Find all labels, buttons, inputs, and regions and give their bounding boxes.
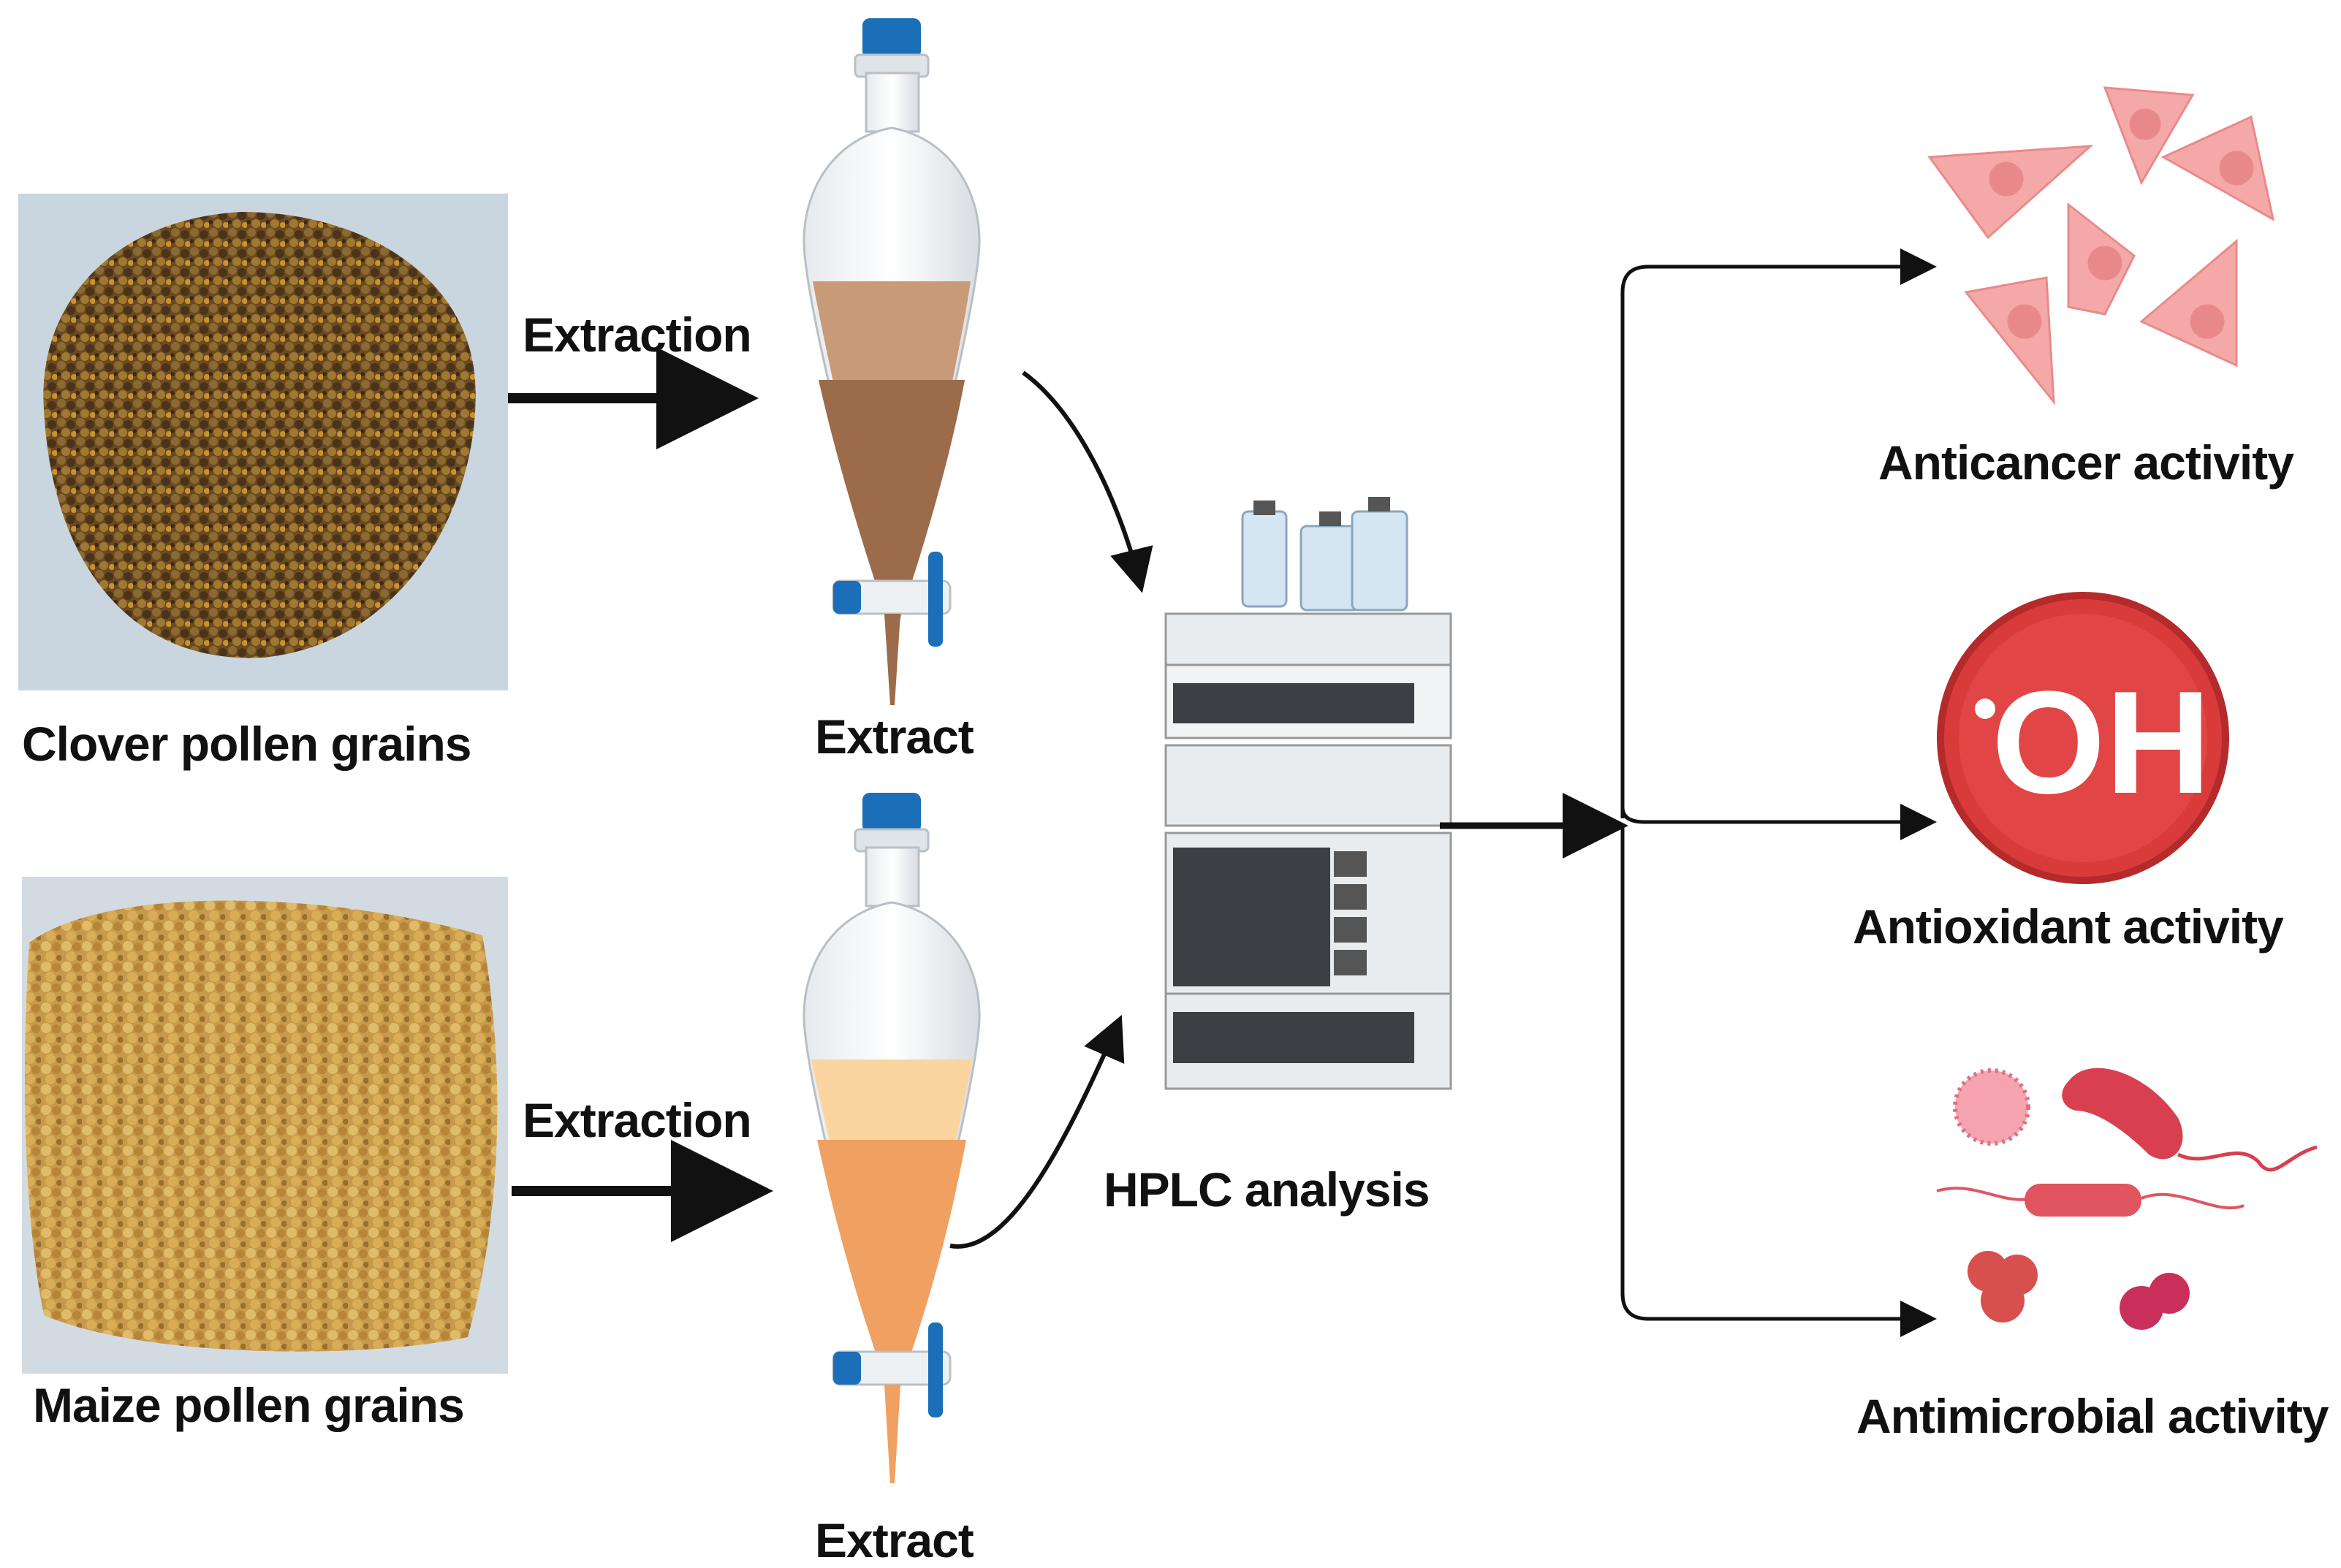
antimicrobial-label: Antimicrobial activity — [1856, 1389, 2329, 1443]
cancer-cells-icon — [1927, 86, 2275, 406]
flow-arrow-to-hplc-bottom — [949, 1015, 1125, 1249]
maize-label: Maize pollen grains — [33, 1378, 465, 1432]
hplc-instrument — [1164, 497, 1452, 1090]
oh-symbol: OH — [1992, 661, 2211, 824]
clover-label: Clover pollen grains — [22, 717, 471, 771]
output-arrows — [1440, 248, 1937, 1337]
extraction-label-top: Extraction — [523, 308, 752, 362]
hydroxyl-radical-icon: OH — [1937, 592, 2229, 884]
antioxidant-label: Antioxidant activity — [1853, 899, 2284, 954]
microbes-icon — [1936, 1067, 2318, 1330]
hplc-label: HPLC analysis — [1104, 1162, 1430, 1217]
anticancer-label: Anticancer activity — [1878, 435, 2294, 490]
separatory-funnel-top — [803, 18, 981, 705]
clover-pollen-photo — [18, 194, 508, 690]
extract-label-bottom: Extract — [815, 1513, 974, 1567]
extract-label-top: Extract — [815, 709, 974, 764]
extraction-label-bottom: Extraction — [523, 1093, 752, 1147]
separatory-funnel-bottom — [803, 793, 981, 1483]
maize-pollen-photo — [22, 877, 508, 1374]
flow-arrow-to-hplc-top — [1022, 370, 1153, 593]
